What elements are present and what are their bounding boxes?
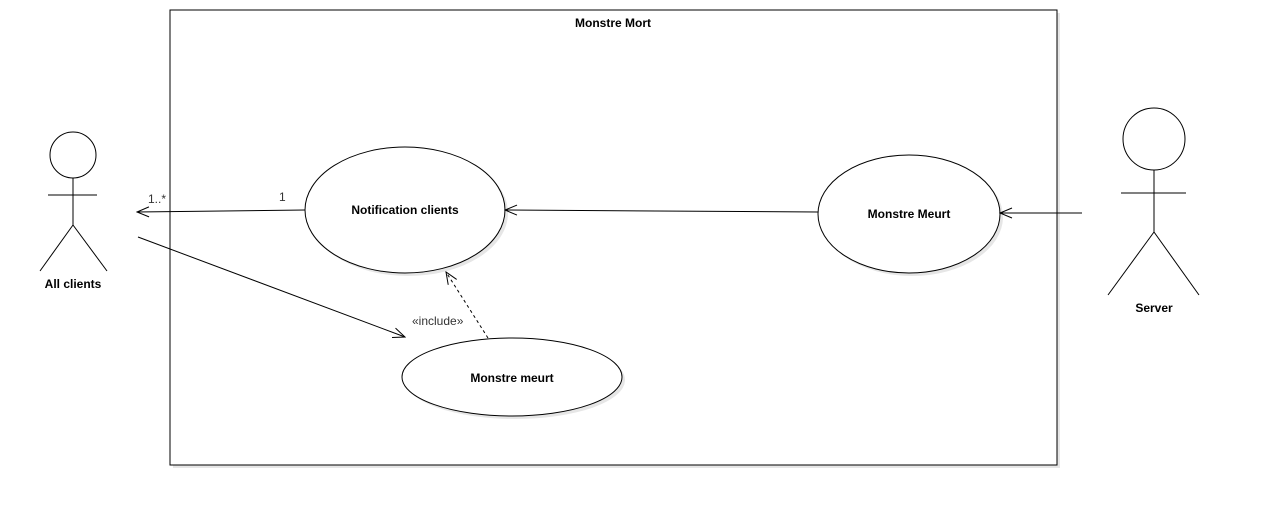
association-clients-to-monstre-meurt[interactable] xyxy=(137,236,405,337)
use-case-monstre-meurt-upper-label: Monstre Meurt xyxy=(868,207,951,221)
use-case-monstre-meurt-lower-label: Monstre meurt xyxy=(470,371,553,385)
actor-server-label: Server xyxy=(1135,301,1173,315)
actor-all-clients[interactable] xyxy=(39,131,108,272)
include-dependency[interactable] xyxy=(446,272,489,339)
use-case-monstre-meurt-upper[interactable] xyxy=(817,154,1003,276)
actor-all-clients-label: All clients xyxy=(45,277,102,291)
include-label: «include» xyxy=(412,314,464,328)
association-notification-to-clients[interactable] xyxy=(137,210,306,212)
multiplicity-actor-end: 1..* xyxy=(148,192,166,206)
system-title: Monstre Mort xyxy=(575,16,651,30)
use-case-notification-clients-label: Notification clients xyxy=(351,203,459,217)
actor-server[interactable] xyxy=(1107,107,1200,296)
multiplicity-usecase-end: 1 xyxy=(279,190,286,204)
use-case-monstre-meurt-lower[interactable] xyxy=(401,337,625,419)
use-case-notification-clients[interactable] xyxy=(304,146,508,276)
association-meurt-to-notification[interactable] xyxy=(505,210,819,212)
